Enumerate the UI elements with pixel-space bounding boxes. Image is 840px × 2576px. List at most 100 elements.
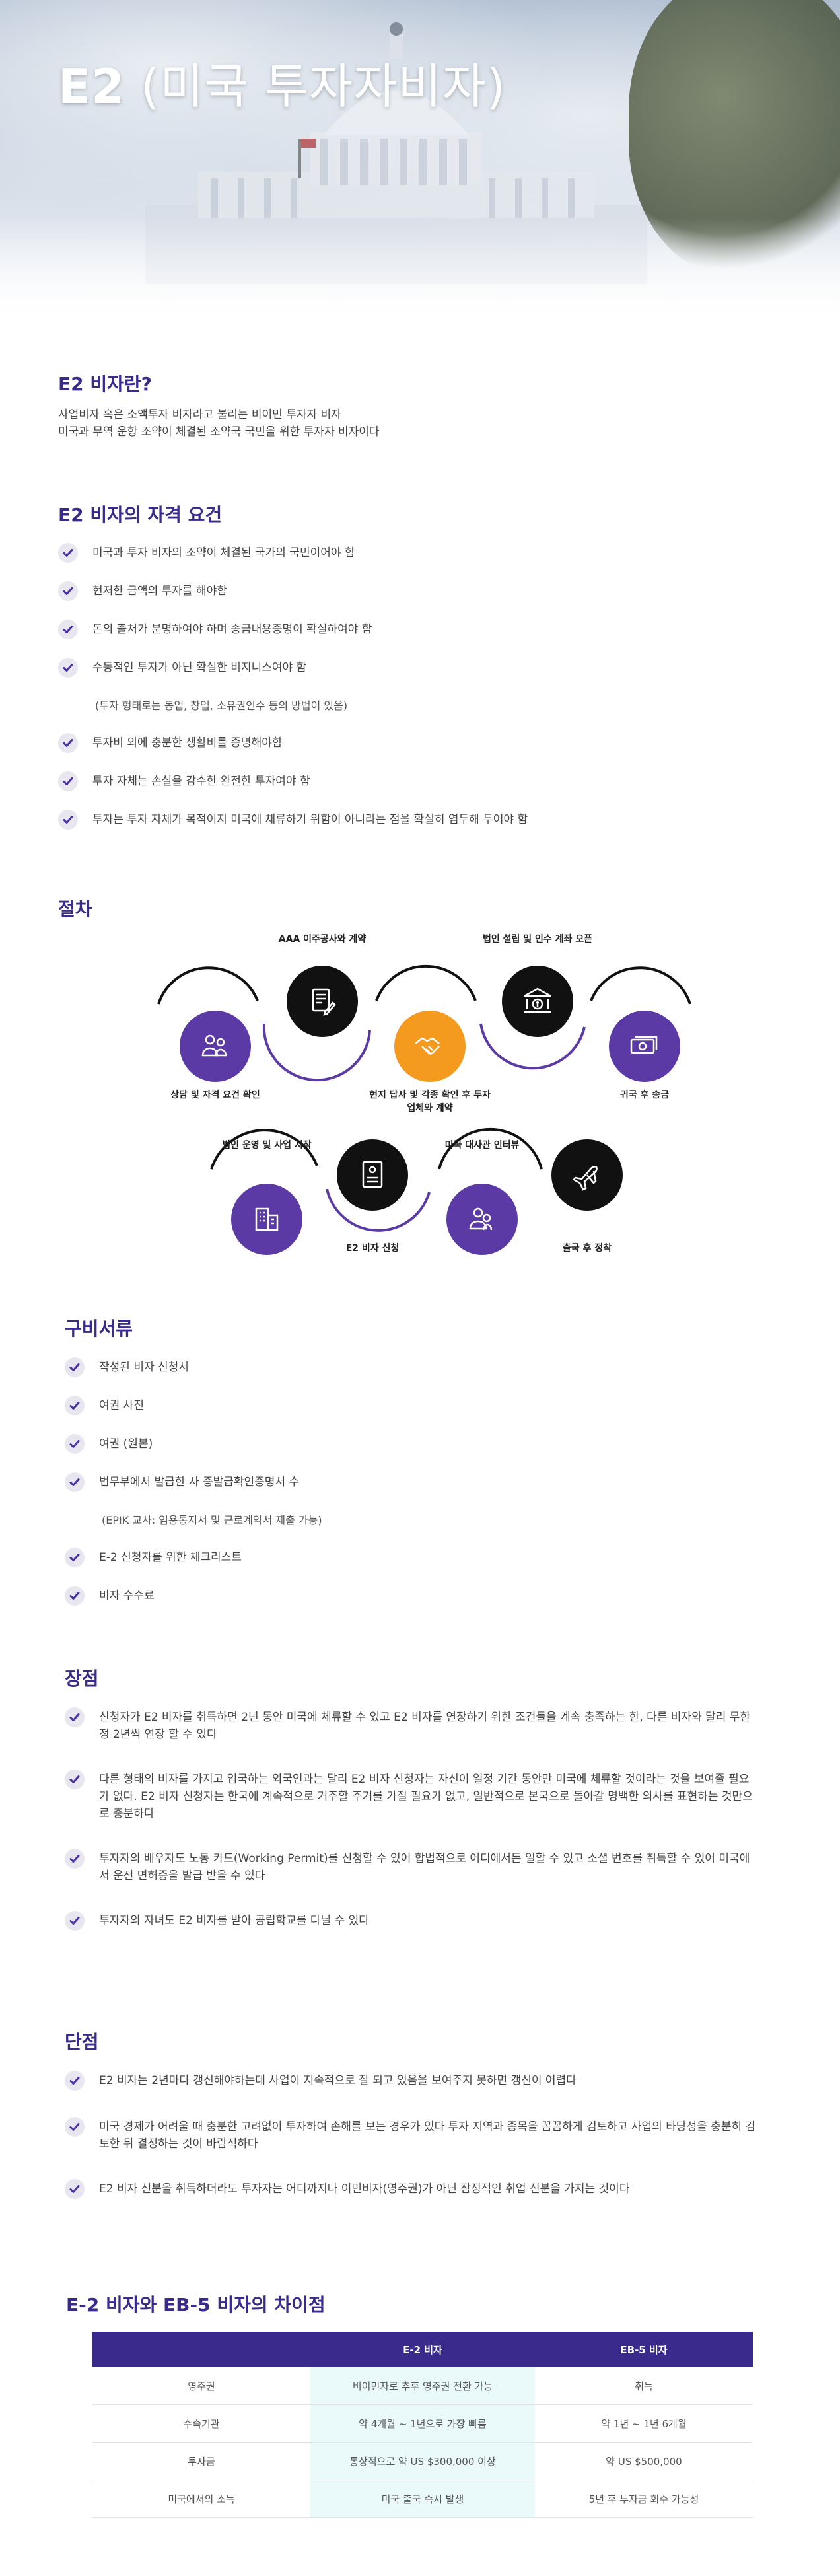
requirements-title: E2 비자의 자격 요건 <box>58 504 223 526</box>
list-item: E2 비자 신분을 취득하더라도 투자자는 어디까지나 이민비자(영주권)가 아… <box>65 2179 758 2199</box>
check-badge <box>65 1707 85 1727</box>
checkmark-icon <box>69 1440 80 1448</box>
list-item: 법무부에서 발급한 사 증발급확인증명서 수 <box>65 1472 791 1492</box>
list-item-text: 여권 사진 <box>99 1399 144 1412</box>
process-step-1 <box>180 1011 251 1082</box>
check-badge <box>65 1434 85 1454</box>
list-item: (EPIK 교사: 임용통지서 및 근로계약서 제출 가능) <box>65 1511 791 1529</box>
check-badge <box>58 620 78 639</box>
check-badge <box>65 1472 85 1492</box>
checkmark-icon <box>69 2077 80 2085</box>
table-header-cell <box>92 2332 310 2367</box>
checkmark-icon <box>69 1592 80 1600</box>
check-badge <box>65 1911 85 1931</box>
list-item: 투자자의 자녀도 E2 비자를 받아 공립학교를 다닐 수 있다 <box>65 1911 758 1931</box>
process-step-4 <box>502 966 573 1037</box>
table-cell: 영주권 <box>92 2367 310 2405</box>
checkmark-icon <box>63 816 73 824</box>
list-item-text: 투자비 외에 충분한 생활비를 증명해야함 <box>92 736 283 750</box>
checkmark-icon <box>63 664 73 672</box>
intro-text: 사업비자 혹은 소액투자 비자라고 불리는 비이민 투자자 비자 미국과 무역 … <box>58 406 380 441</box>
comparison-table: E-2 비자 EB-5 비자 영주권 비이민자로 추후 영주권 전환 가능 취득… <box>92 2332 753 2518</box>
list-item-text: 투자자의 배우자도 노동 카드(Working Permit)를 신청할 수 있… <box>99 1852 750 1882</box>
pros-title: 장점 <box>65 1668 99 1690</box>
handshake-icon <box>415 1037 440 1055</box>
table-cell: 비이민자로 추후 영주권 전환 가능 <box>310 2367 535 2405</box>
checkmark-icon <box>69 1554 80 1561</box>
list-item: 미국 경제가 어려울 때 충분한 고려없이 투자하여 손해를 보는 경우가 있다… <box>65 2117 758 2153</box>
process-step-label: 귀국 후 송금 <box>619 1090 670 1100</box>
checkmark-icon <box>69 1402 80 1410</box>
list-item-text: 신청자가 E2 비자를 취득하면 2년 동안 미국에 체류할 수 있고 E2 비… <box>99 1711 751 1741</box>
check-badge <box>58 581 78 601</box>
check-badge <box>58 810 78 830</box>
checkmark-icon <box>69 2123 80 2131</box>
interview-icon <box>469 1207 493 1231</box>
money-icon <box>630 1036 658 1054</box>
checkmark-icon <box>69 1478 80 1486</box>
list-item: 수동적인 투자가 아닌 확실한 비지니스여야 함 <box>58 658 785 678</box>
checkmark-icon <box>63 626 73 633</box>
check-badge <box>58 771 78 791</box>
documents-title: 구비서류 <box>65 1318 133 1340</box>
list-item-text: 미국 경제가 어려울 때 충분한 고려없이 투자하여 손해를 보는 경우가 있다… <box>99 2120 756 2151</box>
check-badge <box>65 1586 85 1606</box>
check-badge <box>65 1849 85 1869</box>
comparison-title: E-2 비자와 EB-5 비자의 차이점 <box>66 2294 326 2316</box>
check-badge <box>65 1357 85 1377</box>
list-item-text: 투자자의 자녀도 E2 비자를 받아 공립학교를 다닐 수 있다 <box>99 1914 369 1927</box>
list-item: 신청자가 E2 비자를 취득하면 2년 동안 미국에 체류할 수 있고 E2 비… <box>65 1707 758 1743</box>
check-badge <box>65 2117 85 2137</box>
checkmark-icon <box>69 2185 80 2193</box>
table-cell: 취득 <box>535 2367 753 2405</box>
check-badge <box>65 2071 85 2091</box>
list-item-text: 여권 (원본) <box>99 1437 153 1450</box>
list-item: 투자는 투자 자체가 목적이지 미국에 체류하기 위함이 아니라는 점을 확실히… <box>58 810 785 830</box>
consult-icon <box>201 1034 227 1057</box>
list-item: (투자 형태로는 동업, 창업, 소유권인수 등의 방법이 있음) <box>58 696 785 715</box>
list-item: 여권 사진 <box>65 1396 791 1415</box>
list-item: 돈의 출처가 분명하여야 하며 송금내용증명이 확실하여야 함 <box>58 620 785 639</box>
list-item: E2 비자는 2년마다 갱신해야하는데 사업이 지속적으로 잘 되고 있음을 보… <box>65 2071 758 2091</box>
check-badge <box>65 1548 85 1567</box>
list-item: 여권 (원본) <box>65 1434 791 1454</box>
process-step-8 <box>446 1184 518 1255</box>
check-badge <box>58 543 78 563</box>
list-item: 투자자의 배우자도 노동 카드(Working Permit)를 신청할 수 있… <box>65 1849 758 1884</box>
process-step-label: AAA 이주공사와 계약 <box>278 934 367 945</box>
document-icon <box>362 1161 383 1188</box>
intro-line: 미국과 무역 운항 조약이 체결된 조약국 국민을 위한 투자자 비자이다 <box>58 425 380 439</box>
process-step-5 <box>609 1011 680 1082</box>
list-item: 투자 자체는 손실을 감수한 완전한 투자여야 함 <box>58 771 785 791</box>
list-item: E-2 신청자를 위한 체크리스트 <box>65 1548 791 1567</box>
check-badge <box>65 1396 85 1415</box>
table-header-cell: EB-5 비자 <box>535 2332 753 2367</box>
pros-list: 신청자가 E2 비자를 취득하면 2년 동안 미국에 체류할 수 있고 E2 비… <box>65 1707 758 1957</box>
list-item: 현저한 금액의 투자를 해야함 <box>58 581 785 601</box>
process-step-label: 법인 설립 및 인수 계좌 오픈 <box>482 934 593 945</box>
list-item-text: E2 비자 신분을 취득하더라도 투자자는 어디까지나 이민비자(영주권)가 아… <box>99 2182 630 2196</box>
cons-list: E2 비자는 2년마다 갱신해야하는데 사업이 지속적으로 잘 되고 있음을 보… <box>65 2071 758 2225</box>
table-cell: 미국에서의 소득 <box>92 2480 310 2518</box>
table-cell: 투자금 <box>92 2442 310 2480</box>
checkmark-icon <box>63 739 73 747</box>
list-item: 비자 수수료 <box>65 1586 791 1606</box>
list-item-text: E2 비자는 2년마다 갱신해야하는데 사업이 지속적으로 잘 되고 있음을 보… <box>99 2074 577 2087</box>
list-item: 다른 형태의 비자를 가지고 입국하는 외국인과는 달리 E2 비자 신청자는 … <box>65 1770 758 1822</box>
list-item-text: 법무부에서 발급한 사 증발급확인증명서 수 <box>99 1476 300 1489</box>
checkmark-icon <box>69 1775 80 1783</box>
process-step-7 <box>337 1139 408 1211</box>
process-diagram: 상담 및 자격 요건 확인 AAA 이주공사와 계약 현지 답사 및 각종 확인… <box>0 912 840 1268</box>
list-item-text: 현저한 금액의 투자를 해야함 <box>92 585 227 598</box>
process-step-6 <box>231 1184 302 1255</box>
table-cell: 약 4개월 ~ 1년으로 가장 빠름 <box>310 2404 535 2443</box>
checkmark-icon <box>63 549 73 557</box>
table-cell: 약 US $500,000 <box>535 2442 753 2480</box>
intro-title: E2 비자란? <box>58 373 152 395</box>
checkmark-icon <box>63 587 73 595</box>
process-connectors <box>157 964 691 1232</box>
table-row: 미국에서의 소득 미국 출국 즉시 발생 5년 후 투자금 회수 가능성 <box>92 2480 753 2518</box>
check-badge <box>65 2179 85 2199</box>
process-title: 절차 <box>58 898 92 920</box>
